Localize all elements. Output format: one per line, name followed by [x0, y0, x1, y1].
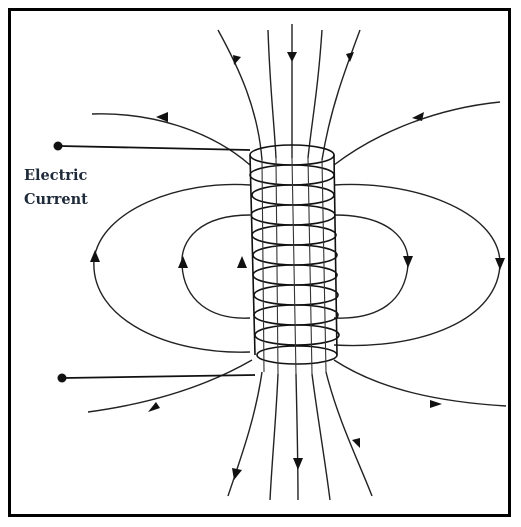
arrow-inner-right — [403, 256, 413, 268]
arrow-upper-left — [156, 112, 168, 122]
label-line-1: Electric — [24, 167, 88, 184]
field-line-top-2 — [267, 29, 277, 159]
arrow-bottom-3 — [293, 458, 303, 470]
field-line-bottom-2 — [269, 373, 279, 501]
outer-loop-right — [333, 183, 501, 347]
arrow-top-3 — [287, 52, 297, 62]
field-line-bottom-5 — [325, 371, 373, 497]
arrow-top-5 — [346, 52, 354, 62]
arrow-bottom-1 — [232, 468, 242, 480]
arrow-top-1 — [233, 55, 241, 65]
field-line-lower-right — [333, 359, 507, 407]
electric-current-label: Electric Current — [24, 164, 88, 212]
field-line-top-1 — [217, 29, 263, 161]
arrow-lower-right — [430, 400, 442, 408]
diagram-frame — [8, 8, 511, 517]
inner-loop-right — [333, 214, 409, 319]
arrow-bottom-5 — [352, 438, 360, 448]
arrowheads — [90, 52, 505, 480]
lead-wire-bottom — [57, 373, 256, 383]
arrow-core — [237, 256, 247, 268]
outer-loop-left — [93, 183, 251, 353]
field-line-lower-left — [87, 359, 253, 413]
label-line-2: Current — [24, 191, 88, 208]
field-line-upper-right — [333, 101, 501, 166]
arrow-outer-right — [495, 258, 505, 270]
internal-field-lines — [261, 157, 327, 375]
field-line-upper-left — [91, 113, 251, 166]
lead-wire-top — [53, 141, 251, 151]
arrow-inner-left — [178, 256, 188, 268]
field-line-bottom-3 — [295, 373, 299, 501]
field-line-bottom-4 — [311, 373, 331, 501]
field-line-bottom-1 — [227, 371, 263, 497]
arrow-lower-left — [148, 402, 160, 412]
arrow-upper-right — [412, 112, 424, 121]
arrow-outer-left — [90, 250, 100, 262]
field-line-top-4 — [307, 29, 323, 159]
field-line-top-5 — [321, 29, 361, 161]
